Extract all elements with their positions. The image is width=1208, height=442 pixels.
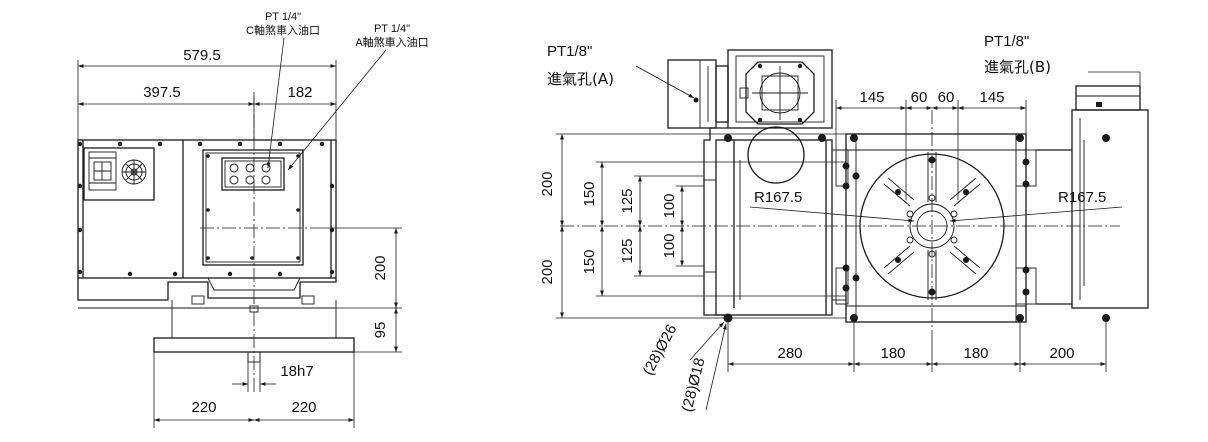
dim-145-left: 145 — [859, 89, 884, 106]
hole-26-callout: (28)Ø26 — [640, 322, 681, 379]
air-inlet-a-block — [635, 59, 729, 129]
dim-60-right: 60 — [938, 89, 955, 106]
radius-right: R167.5 — [1058, 189, 1106, 206]
dim-width-b: 182 — [287, 84, 312, 101]
a-axis-port-label: A軸煞車入油口 — [355, 35, 428, 49]
top-view: PT1/8" 進氣孔(A) — [539, 33, 1149, 414]
front-base-dims — [153, 352, 355, 428]
front-right-dims — [318, 227, 402, 353]
front-bolts — [77, 141, 335, 277]
motor-housing — [727, 49, 833, 129]
dim-v150-bottom: 150 — [581, 249, 598, 274]
c-axis-port-size: PT 1/4" — [265, 11, 301, 23]
dim-v100-top: 100 — [661, 193, 678, 218]
hole-18-callout: (28)Ø18 — [679, 356, 709, 414]
top-body — [703, 85, 1149, 323]
bottom-dims-horizontal — [727, 322, 1107, 372]
dim-key-width: 18h7 — [280, 363, 313, 380]
front-key-dim — [232, 352, 276, 392]
dim-v100-bottom: 100 — [661, 233, 678, 258]
dim-base-right: 220 — [291, 399, 316, 416]
air-inlet-a-size: PT1/8" — [547, 43, 592, 60]
radius-leaders — [749, 206, 1123, 223]
dim-h280: 280 — [777, 345, 802, 362]
top-dims-vertical — [556, 133, 846, 319]
a-axis-port-size: PT 1/4" — [374, 23, 410, 35]
dim-width-a: 397.5 — [143, 84, 181, 101]
top-bolts — [723, 134, 1110, 323]
c-axis-port-label: C軸煞車入油口 — [246, 23, 320, 37]
air-inlet-b-label: 進氣孔(B) — [984, 58, 1051, 76]
radius-left: R167.5 — [754, 189, 802, 206]
dim-h180-b: 180 — [963, 345, 988, 362]
dim-total-width: 579.5 — [183, 47, 221, 64]
air-inlet-a-label: 進氣孔(A) — [547, 70, 614, 88]
dim-base-left: 220 — [191, 399, 216, 416]
front-oil-leaders — [266, 37, 387, 171]
dim-v125-top: 125 — [619, 188, 636, 213]
dim-height-95: 95 — [372, 322, 389, 339]
dim-v200-top: 200 — [539, 171, 556, 196]
hole-leaders — [689, 321, 727, 411]
dim-h180-a: 180 — [880, 345, 905, 362]
dim-v200-bottom: 200 — [539, 259, 556, 284]
dim-v125-bottom: 125 — [619, 238, 636, 263]
front-body — [77, 139, 355, 363]
front-view: 579.5 397.5 182 PT 1/4" C軸煞車入油口 PT 1/4" … — [77, 11, 429, 428]
dim-height-200: 200 — [372, 255, 389, 280]
top-dims-horizontal — [835, 100, 1027, 200]
dim-h200: 200 — [1049, 345, 1074, 362]
front-top-dims — [77, 60, 337, 140]
air-inlet-b-size: PT1/8" — [984, 33, 1029, 50]
dim-v150-top: 150 — [581, 181, 598, 206]
dim-145-right: 145 — [979, 89, 1004, 106]
dim-60-left: 60 — [911, 89, 928, 106]
